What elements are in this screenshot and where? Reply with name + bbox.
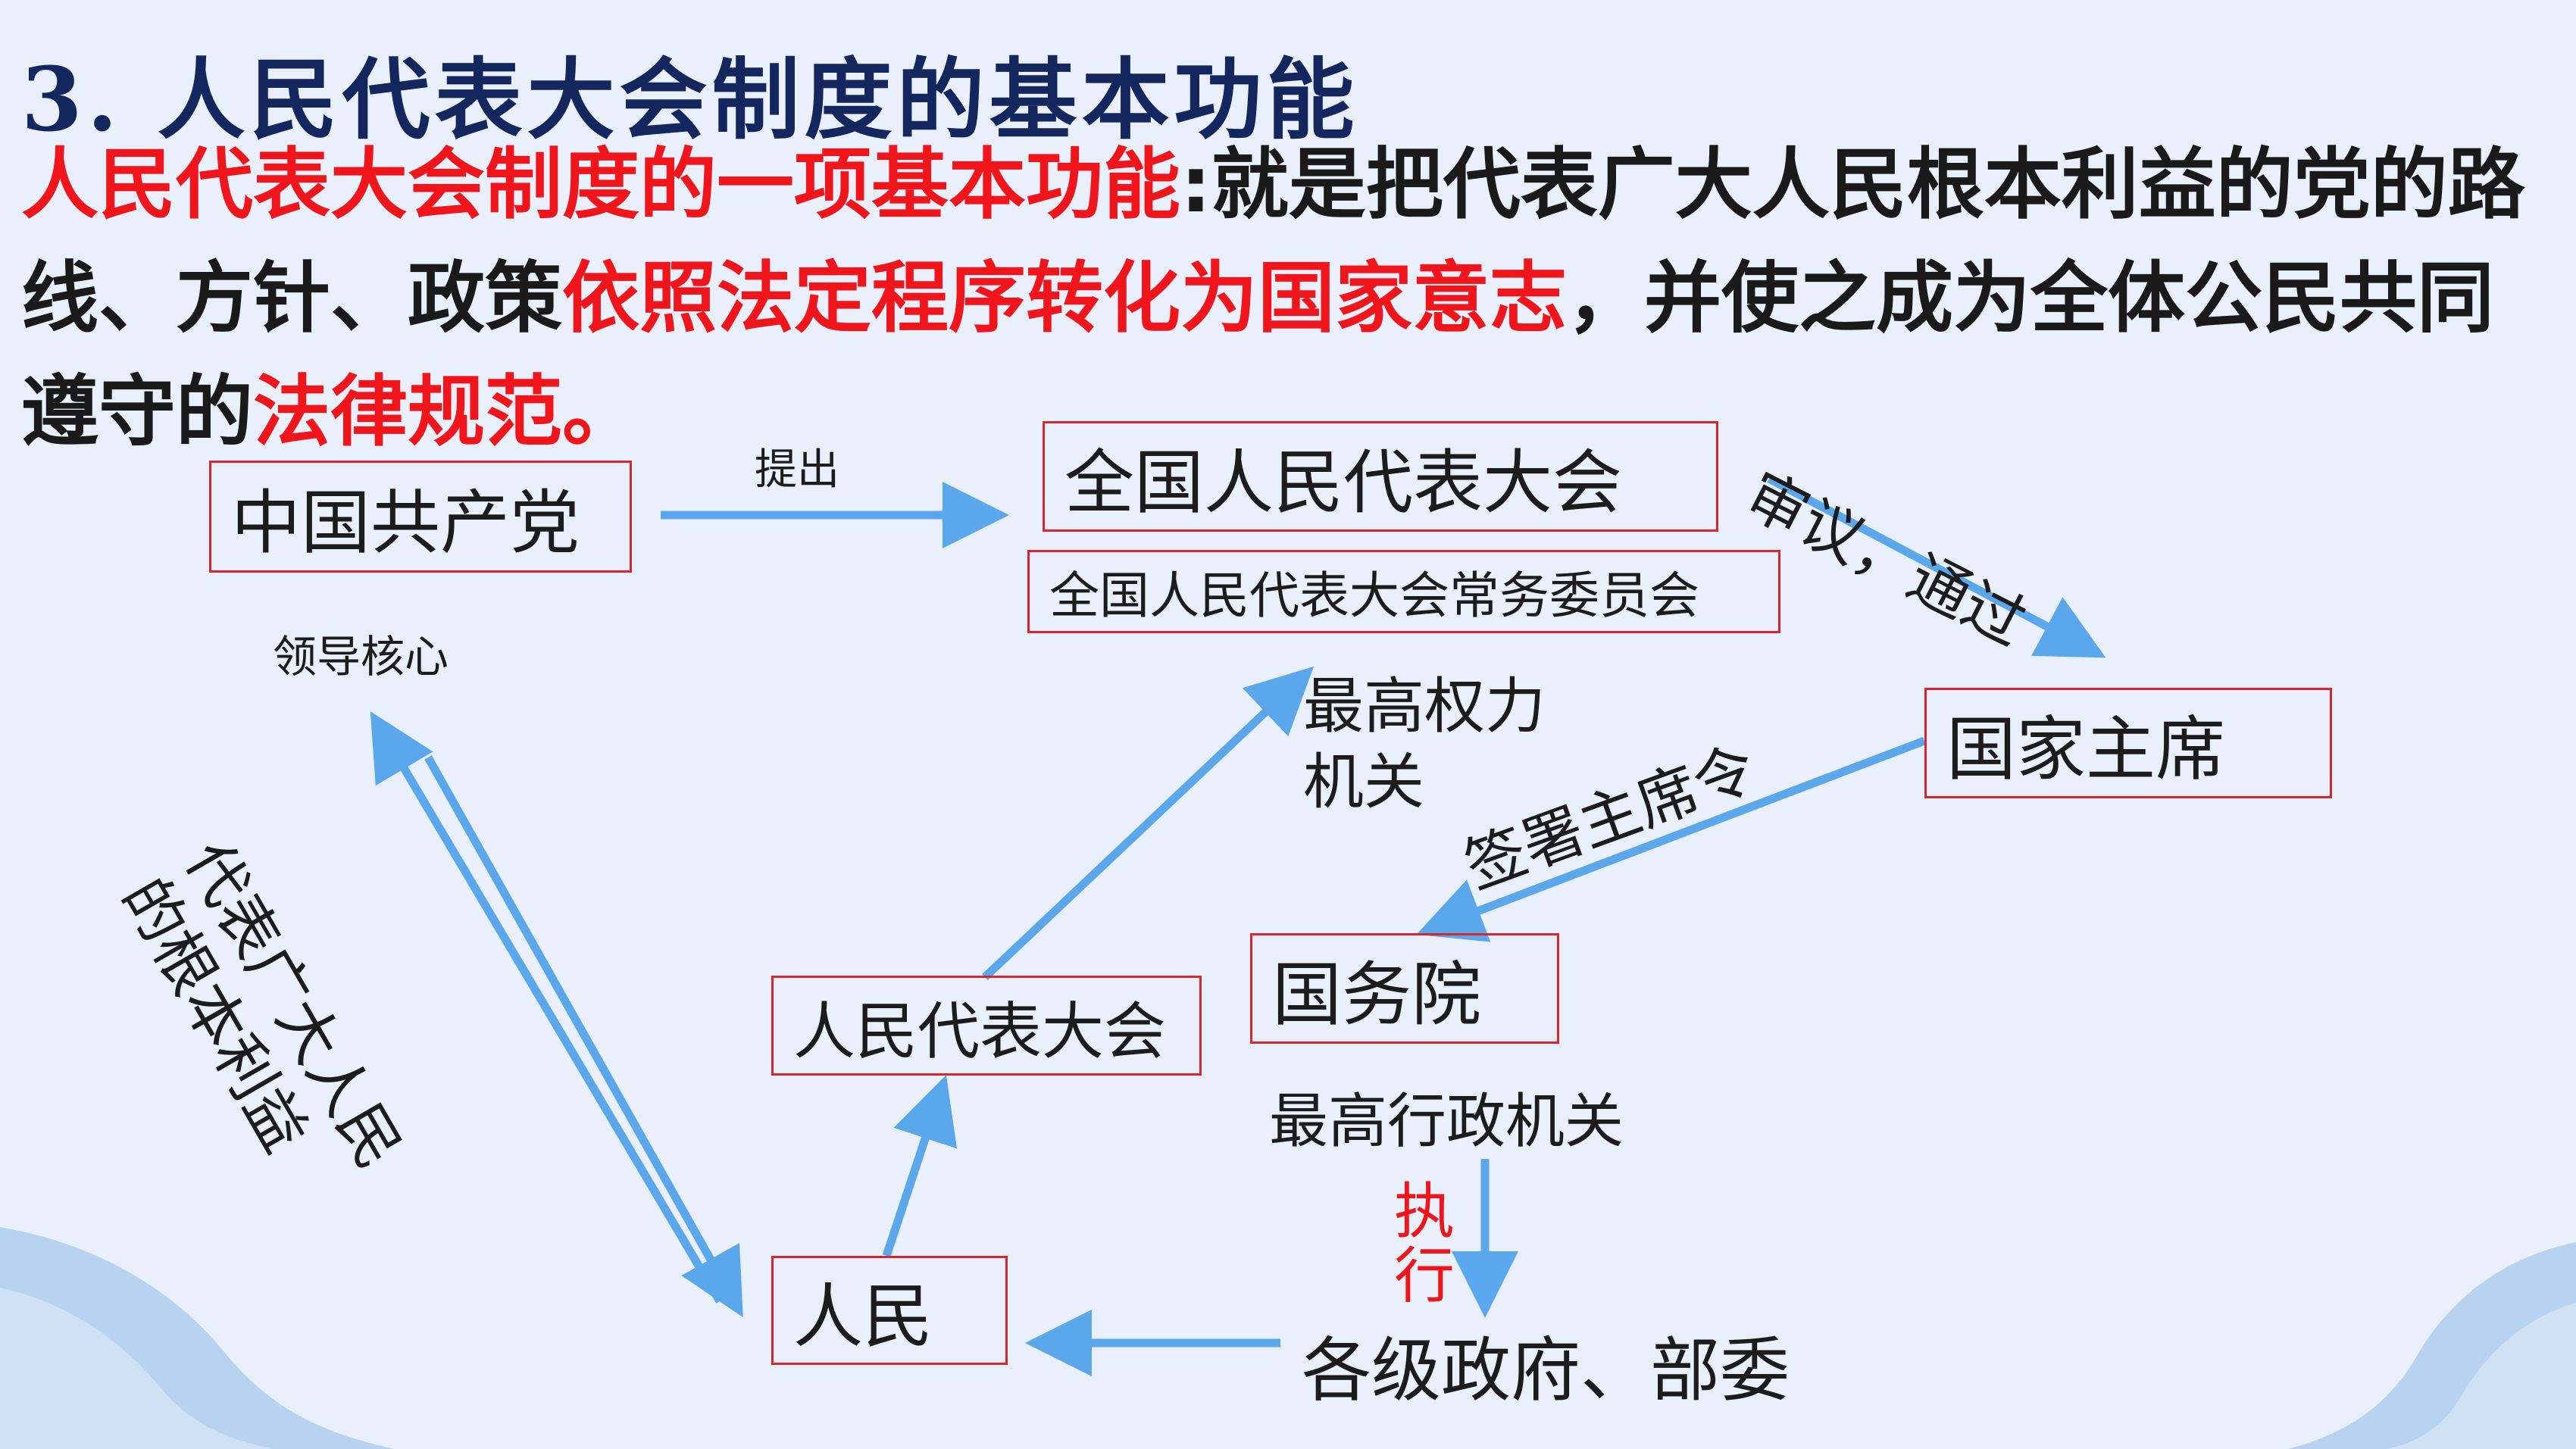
node-people-label: 人民 (793, 1276, 933, 1357)
arrow-president-to-statecouncil (1416, 736, 1926, 942)
label-propose: 提出 (755, 445, 839, 495)
intro-text-2: ，并使之成为全体公民共同遵守的 (21, 254, 2494, 457)
page-title: 3. 人民代表大会制度的基本功能 (21, 48, 1359, 151)
intro-paragraph: 人民代表大会制度的一项基本功能:就是把代表广大人民根本利益的党的路线、方针、政策… (21, 129, 2567, 470)
intro-red-will: 依照法定程序转化为国家意志 (562, 254, 1567, 344)
label-supreme-admin: 最高行政机关 (1269, 1088, 1624, 1156)
node-npcsc-label: 全国人民代表大会常务委员会 (1049, 567, 1699, 625)
intro-text-1: :就是把代表广大人民根本利益的党的路线、方针、政策 (21, 140, 2525, 344)
node-president-label: 国家主席 (1946, 708, 2226, 790)
label-supreme-power-2: 机关 (1303, 747, 1424, 817)
node-ccp: 中国共产党 (209, 461, 632, 573)
node-state-council-label: 国务院 (1272, 954, 1482, 1035)
intro-red-function: 人民代表大会制度的一项基本功能 (21, 140, 1180, 230)
node-npc: 全国人民代表大会 (1043, 421, 1718, 532)
arrow-people-to-core (370, 711, 724, 1304)
arrow-people-to-congress (882, 1075, 958, 1257)
node-president: 国家主席 (1924, 688, 2332, 798)
node-state-council: 国务院 (1250, 933, 1559, 1044)
intro-red-law: 法律规范。 (253, 367, 639, 457)
node-ccp-label: 中国共产党 (231, 482, 580, 564)
label-execute-1: 执 (1394, 1176, 1455, 1247)
node-peoples-congress-label: 人民代表大会 (793, 995, 1167, 1068)
label-core: 领导核心 (273, 631, 449, 682)
arrow-congress-to-supreme-power (982, 666, 1314, 980)
node-npc-label: 全国人民代表大会 (1064, 442, 1623, 523)
wave-bottom-left-light (0, 1288, 273, 1449)
node-governments: 各级政府、部委 (1302, 1330, 1790, 1411)
arrow-core-to-people (424, 755, 743, 1318)
node-peoples-congress: 人民代表大会 (771, 976, 1202, 1076)
node-people: 人民 (771, 1256, 1008, 1365)
label-execute-2: 行 (1394, 1241, 1455, 1311)
node-npcsc: 全国人民代表大会常务委员会 (1027, 550, 1780, 633)
label-supreme-power-1: 最高权力 (1303, 671, 1546, 742)
arrow-npc-to-president (1767, 475, 2106, 658)
wave-bottom-right-light (2387, 1303, 2576, 1449)
